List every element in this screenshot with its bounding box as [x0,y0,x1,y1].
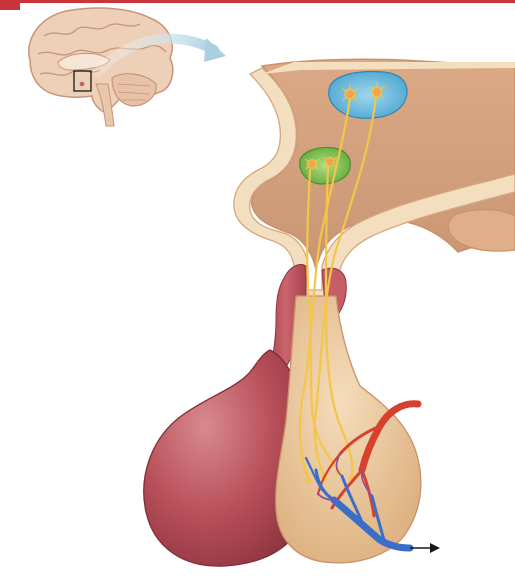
output-arrow-icon [410,543,440,553]
header-tab [0,0,20,10]
posterior-pituitary [276,296,421,563]
supraoptic-nucleus [329,72,407,119]
header-bar [0,0,515,3]
